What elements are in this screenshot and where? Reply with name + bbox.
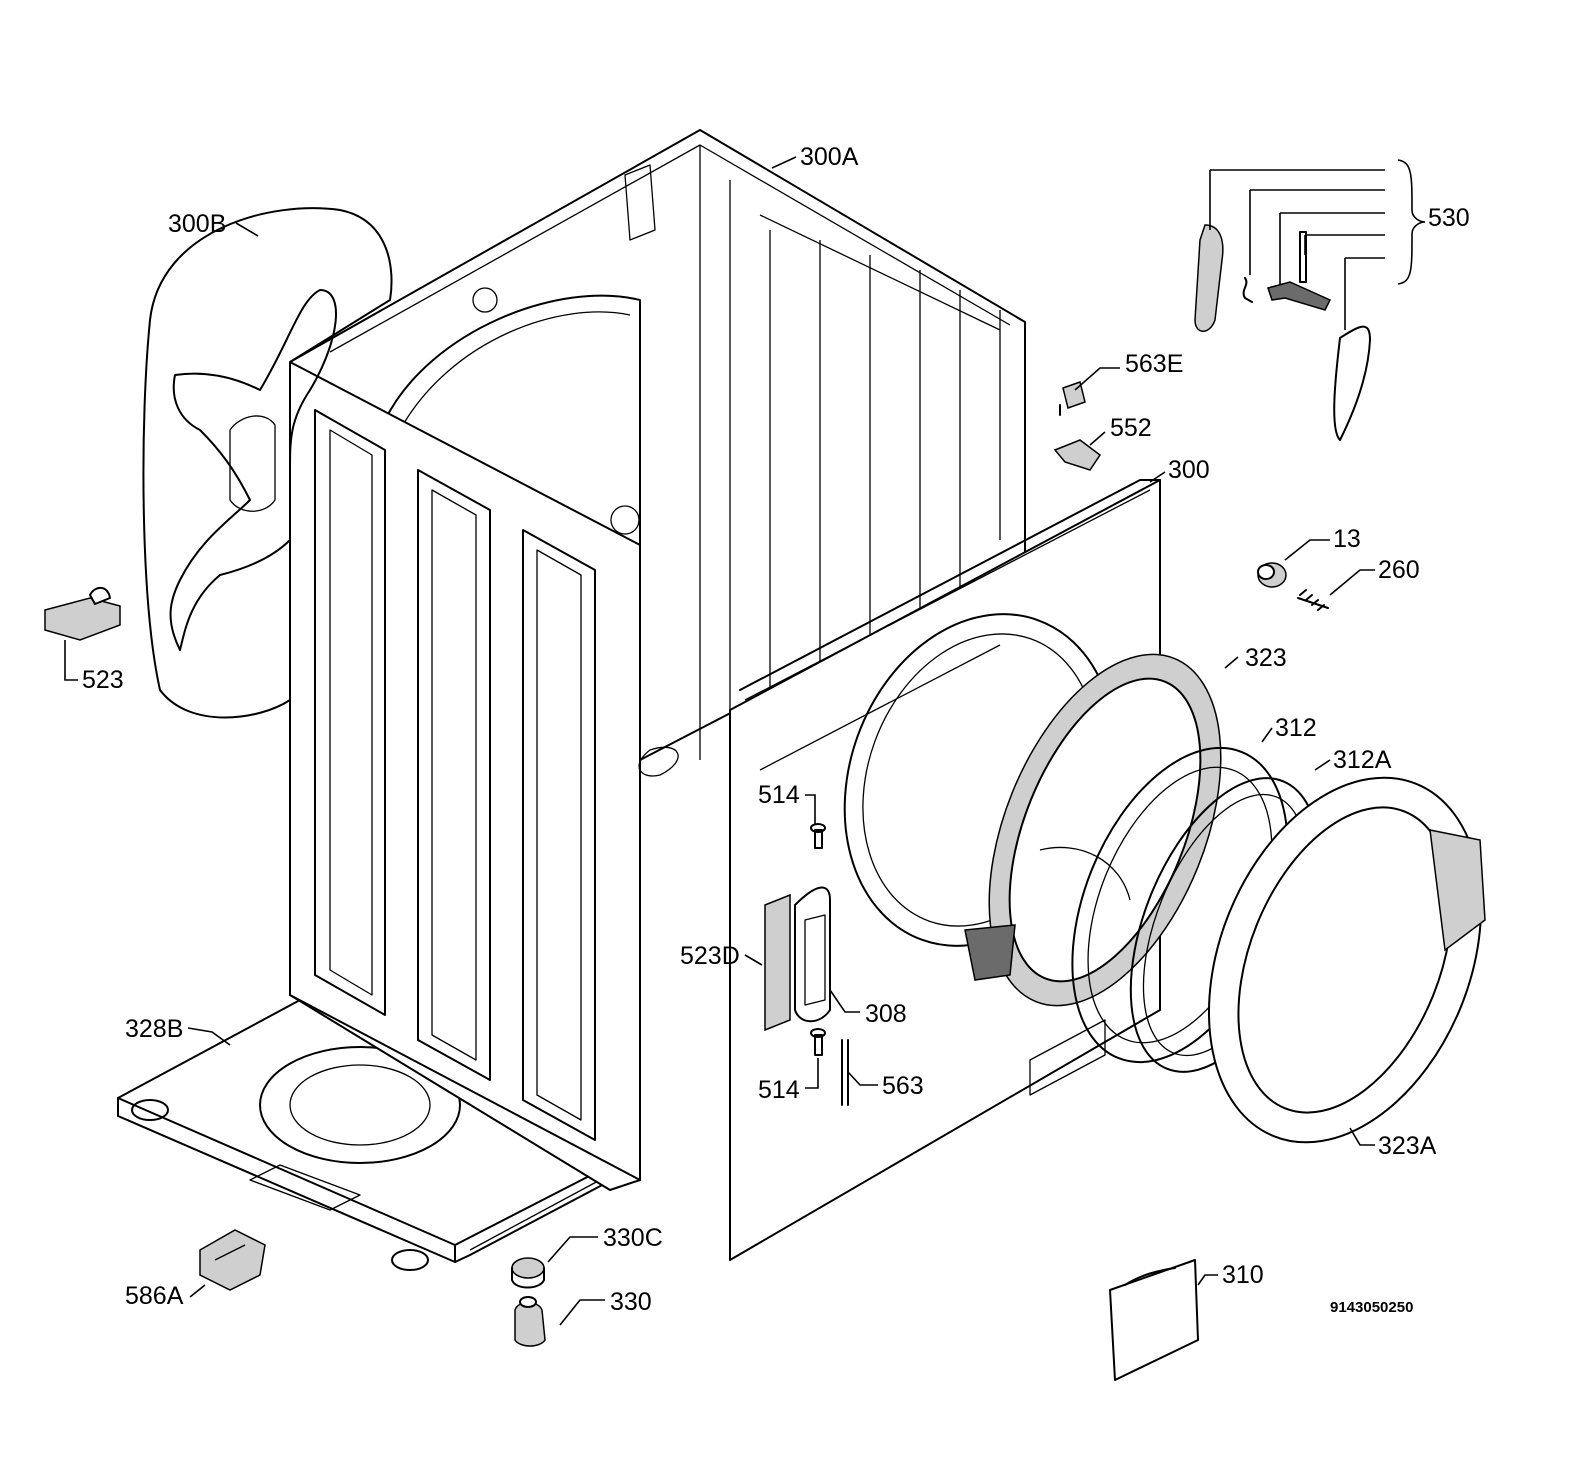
callout-308: 308 <box>865 1000 907 1028</box>
hinge-part <box>764 886 831 1032</box>
screw-514-top-part <box>810 823 826 849</box>
filter-330-part <box>514 1296 546 1347</box>
callout-552: 552 <box>1110 414 1152 442</box>
callout-323: 323 <box>1245 644 1287 672</box>
leader-lines <box>64 156 1426 1326</box>
callout-523D: 523D <box>680 942 740 970</box>
screw-514-bottom-part <box>810 1028 826 1056</box>
callout-312: 312 <box>1275 714 1317 742</box>
callout-523: 523 <box>82 666 124 694</box>
switch-563E-part <box>1059 381 1086 416</box>
callout-260: 260 <box>1378 556 1420 584</box>
callout-323A: 323A <box>1378 1132 1437 1160</box>
latch-552-part <box>1053 439 1102 471</box>
door-ring-323-part <box>964 653 1222 1007</box>
callout-300A: 300A <box>800 143 859 171</box>
callout-586A: 586A <box>125 1282 184 1310</box>
cabinet-frame-part <box>289 129 1026 1191</box>
callout-530: 530 <box>1428 204 1470 232</box>
clip-586A-part <box>199 1229 266 1291</box>
bush-13-part <box>1257 562 1287 588</box>
clip-523-part <box>44 586 121 641</box>
callout-330C: 330C <box>603 1224 663 1252</box>
front-panel-part <box>729 479 1161 1261</box>
callout-514-top: 514 <box>758 781 800 809</box>
cap-330C-part <box>511 1257 545 1289</box>
callout-563E: 563E <box>1125 350 1183 378</box>
callout-514-bottom: 514 <box>758 1076 800 1104</box>
rear-cover-part <box>142 207 393 719</box>
spring-260-part <box>1297 589 1329 611</box>
callout-328B: 328B <box>125 1015 183 1043</box>
drawing-number: 9143050250 <box>1330 1299 1413 1316</box>
callout-312A: 312A <box>1333 746 1392 774</box>
callout-300: 300 <box>1168 456 1210 484</box>
base-plate-part <box>117 999 641 1271</box>
callout-330: 330 <box>610 1288 652 1316</box>
callout-310: 310 <box>1222 1261 1264 1289</box>
callout-300B: 300B <box>168 210 226 238</box>
flap-310-part <box>1109 1259 1199 1381</box>
lock-assembly-530-part <box>1194 224 1371 441</box>
callout-13: 13 <box>1333 525 1361 553</box>
door-outer-ring-323A-part <box>1207 776 1486 1144</box>
callout-563: 563 <box>882 1072 924 1100</box>
